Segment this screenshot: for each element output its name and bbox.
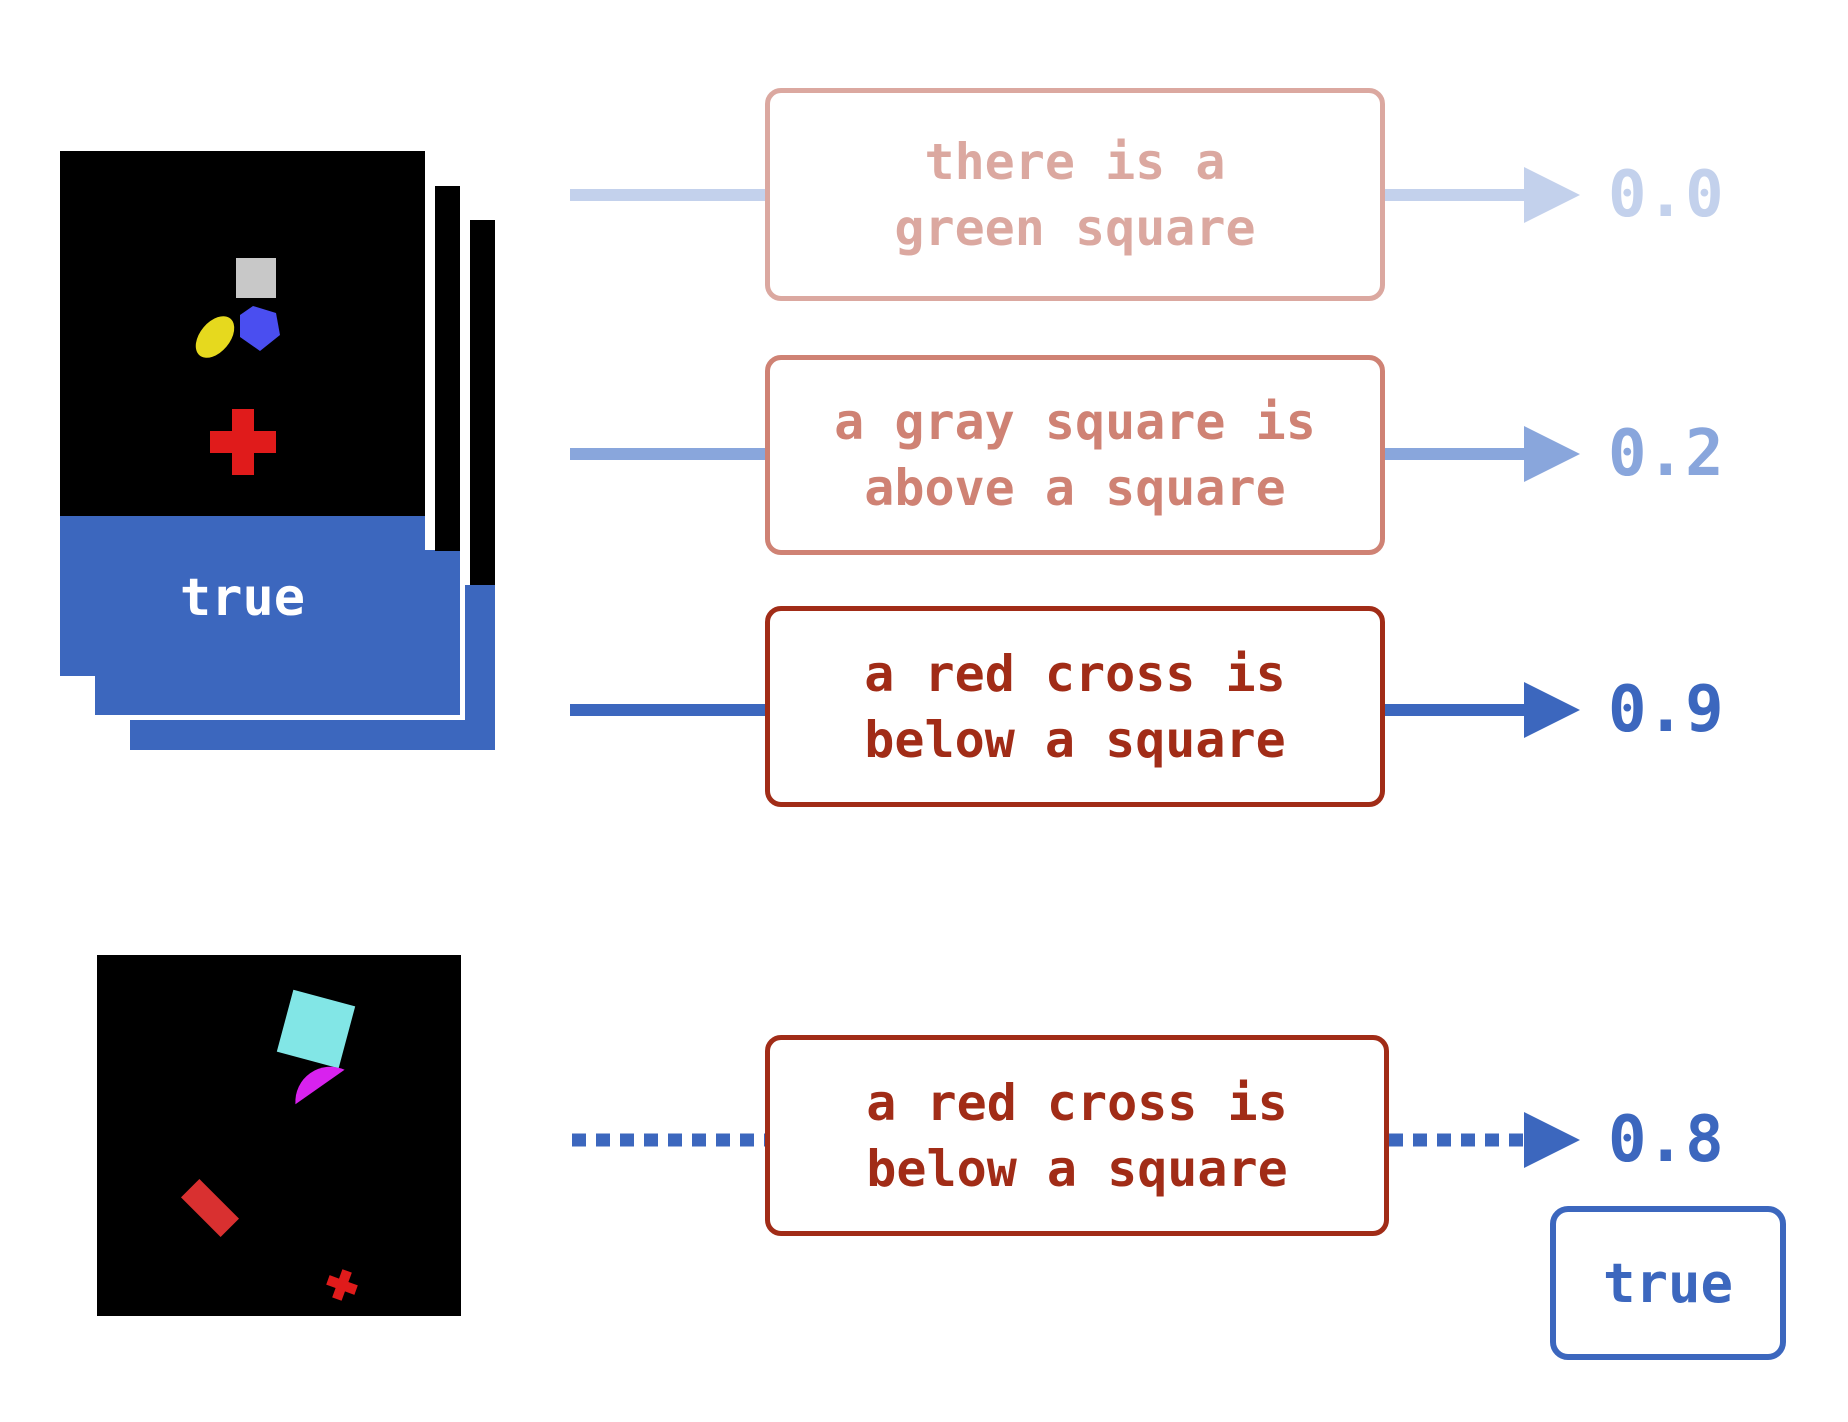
support-card-1-image	[60, 151, 425, 516]
magenta-semicircle-icon	[295, 1066, 345, 1105]
yellow-ellipse-icon	[195, 316, 235, 358]
hypothesis-2-line2: above a square	[864, 459, 1286, 517]
support-label: true	[179, 568, 306, 628]
cyan-square-icon	[276, 989, 356, 1069]
hypothesis-3-line2: below a square	[864, 710, 1286, 769]
row-1-arrowhead	[1524, 167, 1580, 223]
query-image	[97, 955, 461, 1316]
query-hypothesis-line1: a red cross is	[866, 1073, 1288, 1132]
query-answer: true	[1602, 1251, 1734, 1315]
support-card-3-image	[470, 220, 495, 585]
query-hypothesis-line2: below a square	[866, 1139, 1288, 1198]
query-hypothesis-box: a red cross is below a square	[765, 1035, 1389, 1236]
hypothesis-2-score: 0.2	[1608, 417, 1724, 491]
hypothesis-1-box: there is a green square	[765, 88, 1385, 301]
hypothesis-2-box: a gray square is above a square	[765, 355, 1385, 555]
hypothesis-3-score: 0.9	[1608, 673, 1724, 747]
red-cross-small-icon	[326, 1269, 358, 1301]
row-2-arrowhead	[1524, 426, 1580, 482]
row-3-arrowhead	[1524, 682, 1580, 738]
hypothesis-2-line1: a gray square is	[834, 393, 1316, 451]
query-arrowhead	[1524, 1112, 1580, 1168]
red-cross-icon	[210, 409, 276, 475]
hypothesis-3-line1: a red cross is	[864, 644, 1286, 703]
query-answer-box: true	[1550, 1206, 1786, 1360]
blue-pentagon-icon	[240, 306, 280, 351]
hypothesis-3-box: a red cross is below a square	[765, 606, 1385, 807]
support-card-1-label-band	[60, 516, 425, 676]
hypothesis-1-line1: there is a	[924, 132, 1226, 191]
query-score: 0.8	[1608, 1103, 1724, 1177]
query-scene-svg	[181, 989, 358, 1301]
hypothesis-1-score: 0.0	[1608, 158, 1724, 232]
hypothesis-1-line2: green square	[894, 198, 1256, 257]
support-scene-svg	[195, 258, 280, 475]
red-rectangle-icon	[181, 1179, 239, 1237]
gray-square-icon	[236, 258, 276, 298]
support-card-2-image	[435, 186, 460, 551]
